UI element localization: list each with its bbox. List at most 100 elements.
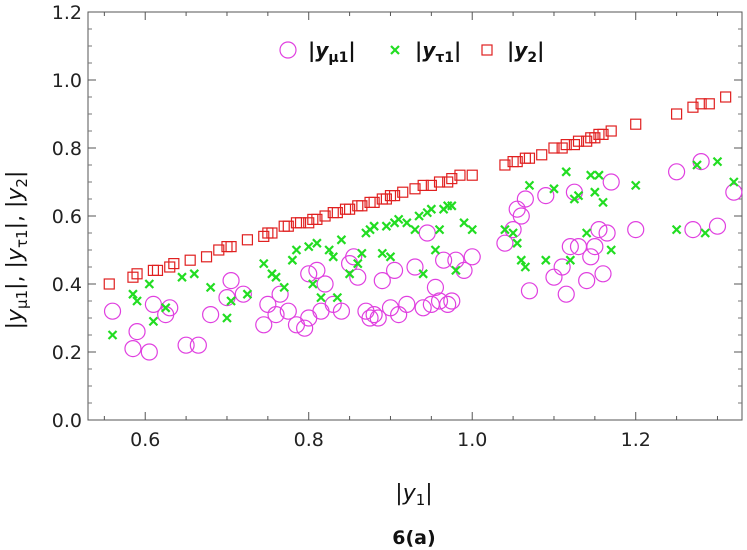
data-point: [630, 118, 642, 130]
data-point: [594, 265, 612, 283]
x-tick-label: 0.8: [294, 429, 324, 451]
data-point: [373, 272, 391, 290]
data-point: [336, 235, 347, 245]
legend-label: |yμ1|: [308, 38, 356, 66]
data-point: [279, 282, 289, 293]
data-point: [598, 224, 616, 242]
data-point: [426, 278, 445, 296]
data-point: [349, 268, 367, 286]
data-point: [332, 292, 343, 303]
data-point: [463, 248, 481, 266]
data-point: [324, 245, 334, 255]
data-point: [132, 296, 142, 306]
data-point: [368, 196, 380, 208]
data-point: [267, 306, 285, 324]
data-point: [523, 152, 536, 164]
data-point: [684, 221, 702, 239]
data-point: [328, 252, 339, 262]
x-tick-label: 1.0: [457, 429, 487, 451]
data-point: [365, 306, 383, 324]
data-point: [291, 245, 302, 255]
data-point: [205, 282, 216, 293]
data-point: [512, 238, 522, 248]
data-point: [177, 272, 187, 282]
data-point: [308, 279, 318, 289]
data-point: [131, 268, 143, 280]
data-point: [128, 323, 146, 341]
data-point: [144, 279, 155, 289]
data-point: [597, 128, 609, 140]
x-axis-label: |y1|: [395, 481, 432, 509]
data-point: [442, 176, 454, 188]
data-point: [380, 193, 392, 205]
data-point: [307, 213, 319, 225]
data-point: [605, 125, 617, 137]
data-point: [140, 343, 158, 361]
data-point: [312, 238, 322, 248]
data-point: [222, 313, 232, 323]
data-point: [242, 289, 253, 299]
data-point: [439, 295, 457, 313]
data-point: [410, 224, 420, 235]
data-point: [520, 262, 531, 272]
legend-marker-icon: [279, 41, 297, 59]
data-point: [572, 135, 585, 147]
y-tick-labels: 0.00.20.40.60.81.01.2: [52, 2, 82, 432]
legend-entry: |yμ1|: [279, 38, 356, 66]
data-point: [430, 292, 449, 310]
data-point: [287, 255, 298, 265]
data-point: [345, 248, 363, 266]
legend-marker-icon: [481, 44, 493, 56]
figure-caption: 6(a): [392, 527, 435, 549]
data-point: [589, 132, 601, 144]
data-point: [671, 224, 682, 235]
data-point: [700, 228, 710, 238]
data-point: [586, 238, 604, 256]
data-point: [581, 228, 592, 238]
data-point: [316, 292, 326, 303]
data-point: [561, 238, 579, 256]
legend-marker-icon: [390, 45, 400, 55]
data-point: [443, 292, 461, 310]
data-point: [630, 180, 641, 191]
data-point: [300, 309, 318, 327]
data-point: [127, 271, 139, 283]
data-point: [385, 261, 404, 279]
series-2: [103, 91, 732, 290]
data-point: [585, 170, 596, 180]
data-point: [184, 254, 196, 266]
data-point: [308, 261, 326, 279]
data-point: [161, 299, 179, 317]
data-point: [225, 241, 237, 253]
data-point: [466, 169, 478, 181]
data-point: [369, 221, 379, 231]
data-point: [332, 302, 351, 320]
data-point: [426, 204, 437, 214]
data-point: [451, 265, 461, 276]
data-point: [103, 302, 122, 320]
data-point: [512, 207, 530, 225]
data-point: [369, 309, 387, 327]
data-point: [425, 179, 437, 191]
data-point: [729, 177, 739, 187]
data-point: [414, 211, 424, 221]
y-tick-label: 0.2: [52, 342, 82, 364]
data-point: [282, 220, 294, 232]
data-point: [151, 264, 164, 276]
data-point: [582, 248, 600, 266]
data-point: [692, 160, 702, 170]
data-point: [319, 210, 331, 222]
data-point: [520, 282, 539, 300]
data-point: [549, 184, 559, 194]
data-point: [316, 275, 334, 293]
data-point: [271, 285, 289, 303]
data-point: [148, 316, 159, 327]
data-point: [561, 167, 572, 177]
data-point: [573, 190, 584, 201]
data-point: [541, 255, 551, 265]
data-point: [258, 258, 269, 269]
series-1: [107, 156, 739, 340]
data-point: [344, 203, 356, 215]
